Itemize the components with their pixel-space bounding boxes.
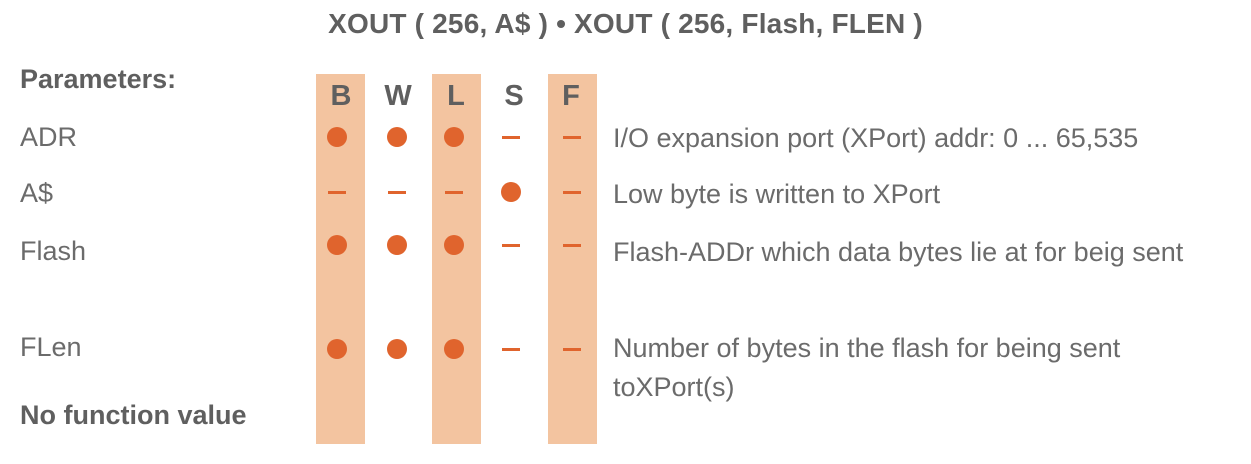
mark-adr-l [439,122,469,152]
unsupported-dash-icon [502,348,520,351]
parameters-heading: Parameters: [20,64,177,94]
mark-flash-b [322,230,352,260]
param-description-flash: Flash-ADDr which data bytes lie at for b… [613,237,1184,267]
mark-flash-l [439,230,469,260]
mark-flash-s [496,230,526,260]
supported-dot-icon [501,182,521,202]
param-label-flen: FLen [20,332,82,362]
supported-dot-icon [327,339,347,359]
function-value-note: No function value [20,400,247,430]
unsupported-dash-icon [563,136,581,139]
mark-flen-s [496,334,526,364]
supported-dot-icon [444,235,464,255]
mark-adr-b [322,122,352,152]
mark-astring-f [557,177,587,207]
unsupported-dash-icon [328,191,346,194]
param-label-astring: A$ [20,178,54,208]
column-header-f: F [562,80,580,112]
supported-dot-icon [444,127,464,147]
supported-dot-icon [444,339,464,359]
mark-flash-f [557,230,587,260]
param-label-adr: ADR [20,122,78,152]
unsupported-dash-icon [388,191,406,194]
column-header-b: B [330,80,352,112]
mark-flen-b [322,334,352,364]
supported-dot-icon [327,235,347,255]
mark-flash-w [382,230,412,260]
unsupported-dash-icon [502,244,520,247]
mark-astring-l [439,177,469,207]
param-description-adr: I/O expansion port (XPort) addr: 0 ... 6… [613,123,1139,153]
unsupported-dash-icon [502,136,520,139]
supported-dot-icon [387,339,407,359]
supported-dot-icon [327,127,347,147]
mark-flen-w [382,334,412,364]
mark-astring-s [496,177,526,207]
mark-adr-w [382,122,412,152]
mark-adr-f [557,122,587,152]
param-description-flen: Number of bytes in the flash for being s… [613,333,1121,402]
mark-flen-f [557,334,587,364]
unsupported-dash-icon [563,244,581,247]
unsupported-dash-icon [563,191,581,194]
unsupported-dash-icon [563,348,581,351]
column-header-s: S [504,80,524,112]
column-header-w: W [384,80,412,112]
column-f-highlight [548,74,597,444]
mark-astring-b [322,177,352,207]
column-header-l: L [447,80,465,112]
supported-dot-icon [387,235,407,255]
unsupported-dash-icon [445,191,463,194]
mark-astring-w [382,177,412,207]
page-title: XOUT ( 256, A$ ) • XOUT ( 256, Flash, FL… [328,8,923,39]
mark-flen-l [439,334,469,364]
param-label-flash: Flash [20,236,87,266]
mark-adr-s [496,122,526,152]
supported-dot-icon [387,127,407,147]
param-description-astring: Low byte is written to XPort [613,179,941,209]
